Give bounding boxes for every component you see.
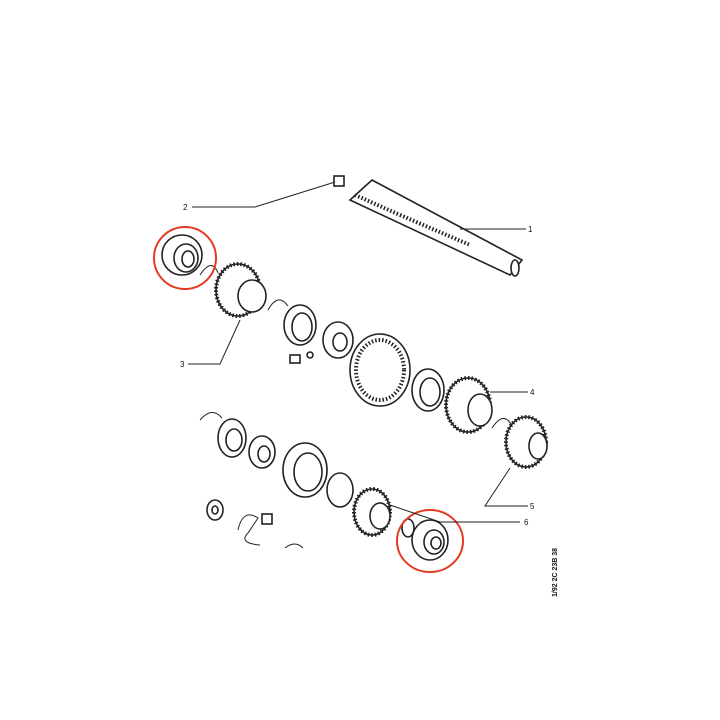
gear-6 bbox=[352, 487, 392, 537]
leader-lines bbox=[188, 181, 528, 523]
bolt bbox=[261, 513, 273, 525]
callout-6: 6 bbox=[524, 518, 529, 527]
synchro-hub bbox=[322, 321, 354, 359]
sleeve-large bbox=[349, 333, 411, 407]
gear-4 bbox=[444, 376, 493, 434]
gear-3 bbox=[214, 262, 267, 318]
callout-5: 5 bbox=[530, 502, 535, 511]
circlip bbox=[267, 299, 289, 311]
retaining-plate bbox=[237, 514, 261, 546]
synchro-ring bbox=[283, 304, 317, 346]
callout-2: 2 bbox=[183, 203, 188, 212]
circlip bbox=[199, 412, 223, 421]
highlight-bearing-top bbox=[153, 226, 217, 290]
circlip bbox=[491, 418, 513, 429]
main-shaft bbox=[348, 179, 524, 277]
callout-3: 3 bbox=[180, 360, 185, 369]
circlip bbox=[284, 543, 304, 549]
washer-small bbox=[206, 499, 224, 521]
gear-small bbox=[217, 418, 247, 458]
synchro-ring-2 bbox=[411, 368, 445, 412]
circlip bbox=[199, 265, 219, 276]
callout-1: 1 bbox=[528, 225, 533, 234]
bearing-bottom bbox=[411, 519, 449, 561]
gear-5 bbox=[504, 415, 548, 469]
synchro-ring-3 bbox=[326, 472, 354, 508]
reference-code: 1/92 2C 23B 38 bbox=[552, 548, 559, 597]
callout-4: 4 bbox=[530, 388, 535, 397]
bearing-top bbox=[161, 234, 203, 276]
pin bbox=[333, 175, 345, 187]
sleeve-lower bbox=[282, 442, 328, 498]
hub-small bbox=[248, 435, 276, 469]
detent-parts bbox=[289, 351, 314, 364]
highlight-bearing-bottom bbox=[396, 509, 464, 573]
